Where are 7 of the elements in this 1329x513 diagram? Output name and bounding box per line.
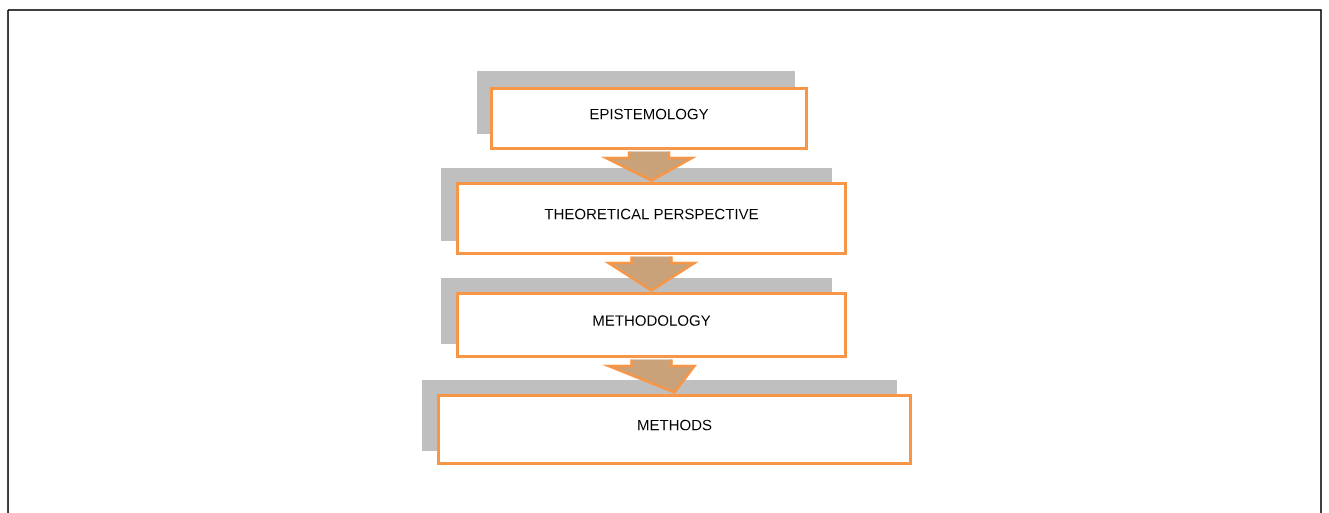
process-box: EPISTEMOLOGY [490, 87, 808, 150]
process-box: THEORETICAL PERSPECTIVE [456, 182, 847, 255]
down-arrow [600, 150, 697, 182]
process-box: METHODS [437, 394, 912, 465]
down-arrow [604, 255, 699, 292]
process-box: METHODOLOGY [456, 292, 847, 358]
down-arrow [602, 358, 697, 394]
